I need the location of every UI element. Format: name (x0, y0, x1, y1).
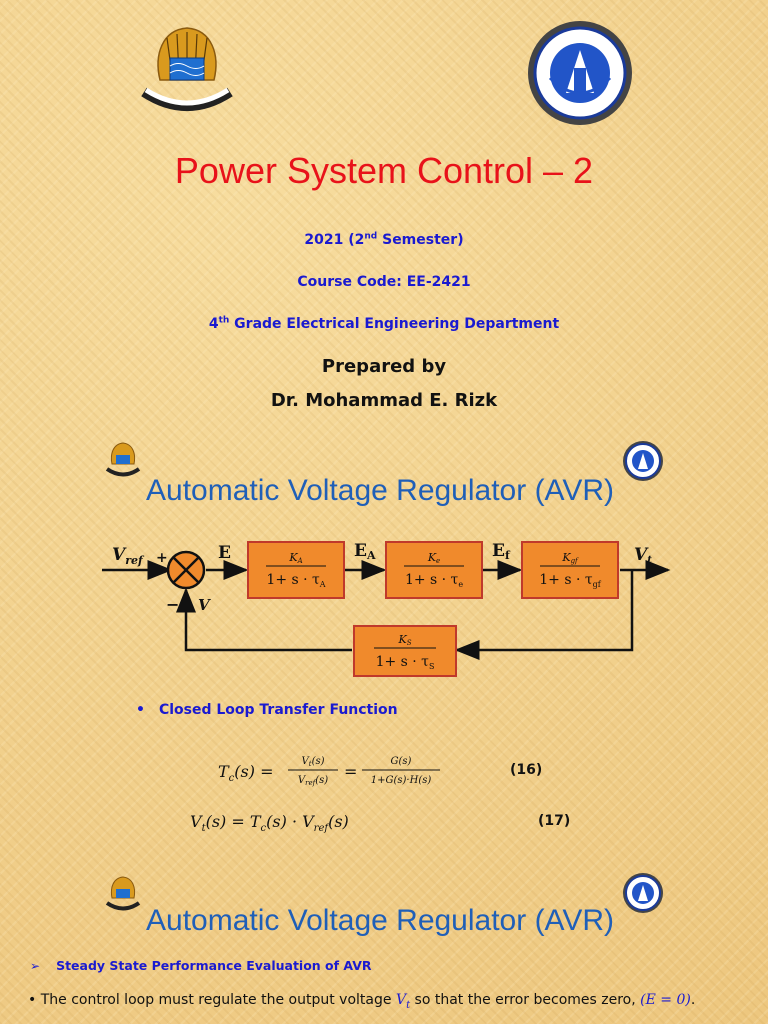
block-ka-num: KA (288, 551, 302, 565)
faculty-of-engineering-logo (528, 18, 632, 128)
svg-text:G(s): G(s) (391, 756, 412, 767)
block-ke (385, 541, 483, 599)
course-title: Power System Control – 2 (174, 150, 594, 191)
prepared-by-label: Prepared by (321, 356, 447, 377)
faculty-of-engineering-logo-small-2 (622, 872, 664, 914)
year-semester: 2021 (2nd Semester) (304, 231, 464, 248)
svg-text:Vt(s) = Tc(s) · Vref(s): Vt(s) = Tc(s) · Vref(s) (190, 812, 349, 834)
block-kgf-num: Kgf (561, 551, 579, 565)
svg-text:1+G(s)·H(s): 1+G(s)·H(s) (371, 775, 432, 786)
equation-17: Vt(s) = Tc(s) · Vref(s) (190, 806, 390, 840)
summing-junction (166, 550, 206, 590)
author-name: Dr. Mohammad E. Rizk (270, 390, 498, 411)
block-kgf-den: 1+ s · τgf (539, 572, 601, 589)
bullet-steady-state: ➢Steady State Performance Evaluation of … (30, 958, 372, 973)
label-minus: − (166, 595, 179, 614)
block-kgf (521, 541, 619, 599)
bullet-closed-loop: •Closed Loop Transfer Function (136, 702, 398, 718)
faculty-of-engineering-logo-small (622, 440, 664, 482)
label-plus: + (156, 550, 168, 566)
course-code: Course Code: EE-2421 (297, 274, 471, 290)
block-ka-den: 1+ s · τA (266, 572, 325, 589)
svg-text:Vt(s): Vt(s) (302, 756, 325, 768)
avr-block-diagram: KA 1+ s · τA Ke 1+ s · τe Kgf 1+ s · τgf… (102, 541, 671, 677)
label-e: E (218, 543, 231, 563)
block-ks (353, 625, 457, 677)
mansoura-university-logo-small-2 (102, 874, 144, 916)
control-loop-text: • The control loop must regulate the out… (28, 992, 696, 1011)
label-ef: Ef (492, 541, 511, 562)
svg-text:Tc(s) =: Tc(s) = (218, 762, 273, 784)
label-ea: EA (354, 541, 376, 562)
avr-title-2: Automatic Voltage Regulator (AVR) (146, 904, 615, 937)
grade-department: 4th Grade Electrical Engineering Departm… (208, 315, 560, 332)
block-ke-den: 1+ s · τe (405, 572, 463, 589)
feedback-line-right (454, 570, 634, 660)
svg-text:=: = (344, 762, 357, 781)
mansoura-university-logo (132, 20, 242, 120)
label-vref: Vref (112, 545, 145, 567)
svg-text:Vref(s): Vref(s) (298, 775, 328, 787)
block-ka (247, 541, 345, 599)
label-vt: Vt (634, 545, 652, 566)
arrow-bullet-icon: ➢ (30, 959, 41, 973)
eq-number-17: (17) (538, 813, 571, 829)
block-ks-den: 1+ s · τS (376, 654, 435, 671)
eq-number-16: (16) (510, 762, 543, 778)
feedback-line-left (176, 587, 352, 652)
equation-16: Tc(s) = Vt(s) Vref(s) = G(s) 1+G(s)·H(s) (218, 750, 458, 790)
block-ke-num: Ke (427, 551, 440, 565)
label-v-feedback: V (198, 596, 211, 614)
block-ks-num: KS (397, 633, 411, 647)
mansoura-university-logo-small (102, 440, 144, 482)
avr-title-1: Automatic Voltage Regulator (AVR) (146, 474, 615, 507)
